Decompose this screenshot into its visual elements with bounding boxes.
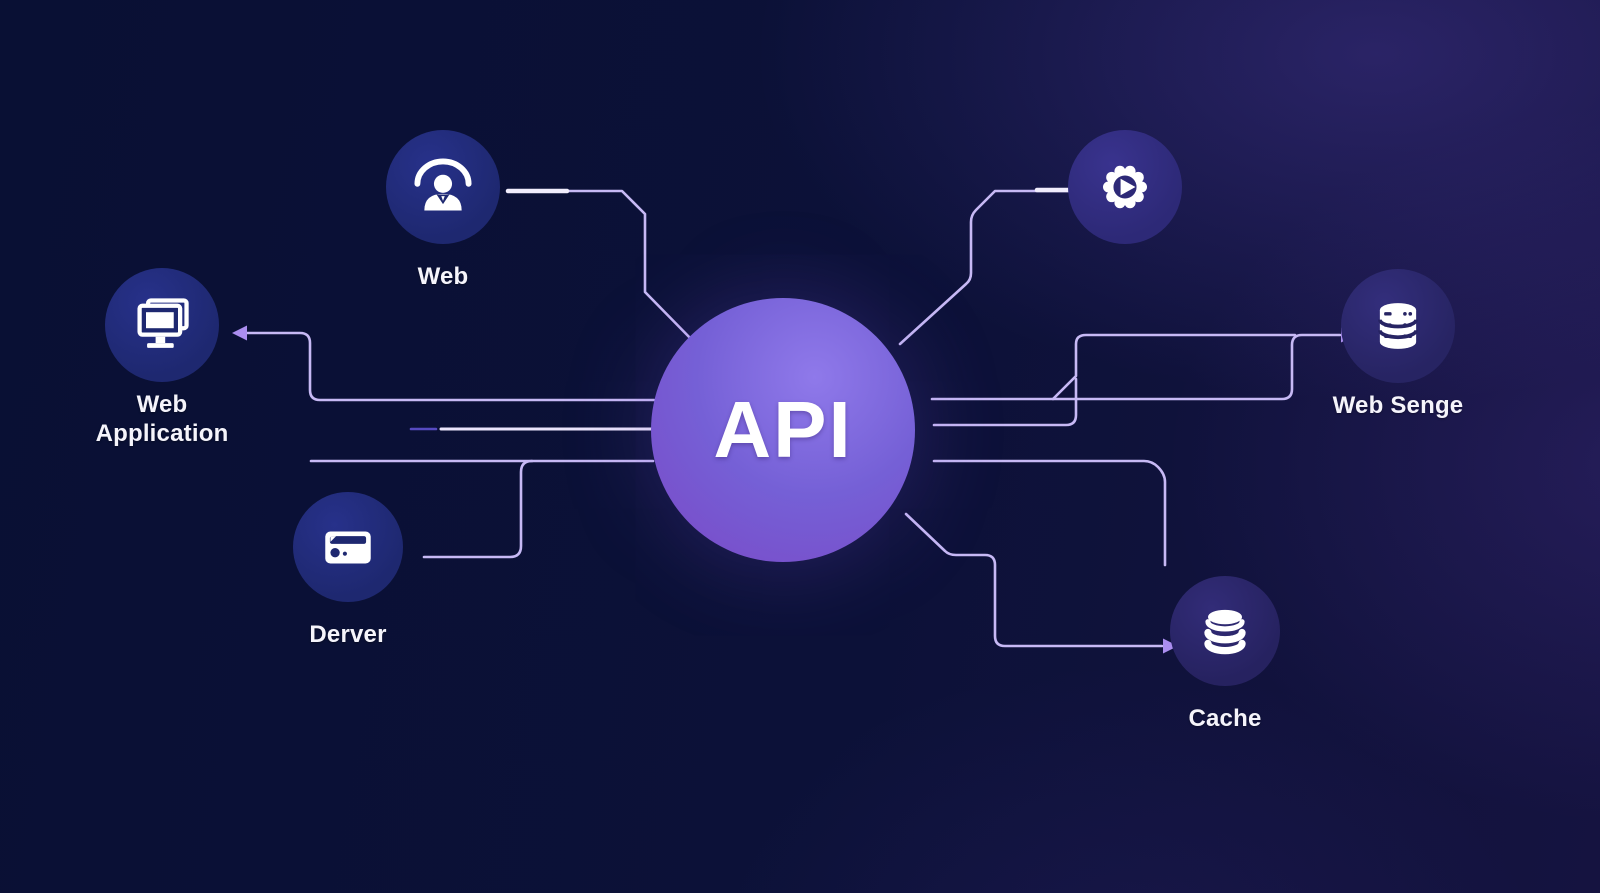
api-center-node: API [651, 298, 915, 562]
connection-api-to-websenge [930, 333, 1342, 401]
api-label: API [713, 385, 853, 474]
node-service-badge [1068, 130, 1182, 244]
node-web-application: Web Application [96, 268, 228, 447]
arrowhead-webapplication [232, 325, 247, 341]
arrowhead-cache [1163, 638, 1178, 654]
node-label-web: Web [417, 263, 469, 290]
node-derver: Derver [293, 492, 403, 648]
node-label-web-application: Web Application [95, 391, 229, 447]
node-label-derver: Derver [309, 621, 387, 648]
node-web-senge: Web Senge [1333, 269, 1463, 419]
connection-api-to-servicebadge [898, 189, 1079, 346]
node-label-web-senge: Web Senge [1332, 392, 1464, 419]
node-label-cache: Cache [1188, 705, 1262, 732]
card-window-icon [325, 531, 371, 564]
connection-web-to-api [506, 189, 698, 346]
connection-api-trace-deadend [932, 459, 1167, 567]
connection-derver-to-api [422, 459, 534, 559]
connection-websenge-branch [1051, 333, 1297, 401]
user-arc-icon [414, 158, 472, 211]
connection-api-trace-up [932, 377, 1078, 427]
gear-play-icon [1103, 165, 1147, 209]
monitor-icon [137, 298, 189, 348]
database-server-icon [1378, 303, 1418, 349]
connection-api-to-cache [904, 512, 1164, 648]
database-icon [1204, 609, 1246, 655]
node-web-user: Web [386, 130, 500, 290]
connection-api-to-webapplication [244, 331, 656, 402]
node-cache: Cache [1170, 576, 1280, 732]
